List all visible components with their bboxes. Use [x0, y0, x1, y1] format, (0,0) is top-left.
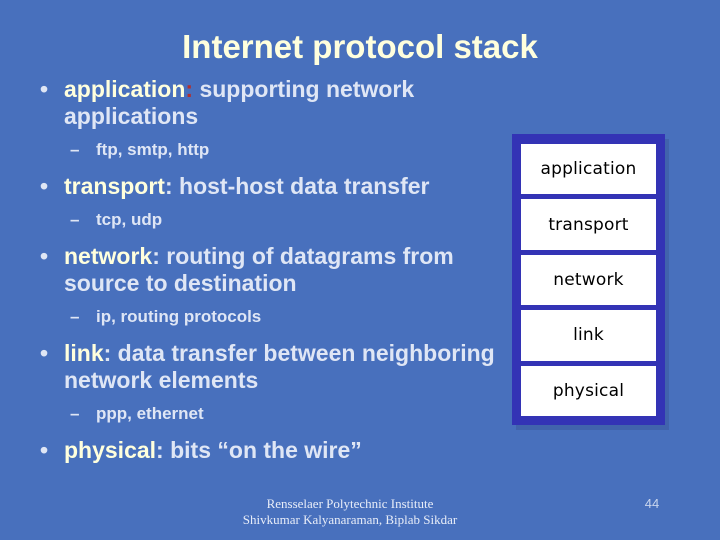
- sub-bullet-text: ppp, ethernet: [96, 404, 204, 423]
- sub-bullet-item-link-0: –ppp, ethernet: [26, 403, 508, 425]
- bullet-separator-link: :: [103, 340, 112, 366]
- stack-layer-link: link: [521, 310, 656, 361]
- bullet-text-application: supporting network applications: [64, 76, 415, 129]
- protocol-stack-diagram: application transport network link physi…: [512, 134, 665, 425]
- bullet-text-link: data transfer between neighboring networ…: [64, 340, 495, 393]
- bullet-text-network: routing of datagrams from source to dest…: [64, 243, 454, 296]
- sub-bullet-dash-icon: –: [70, 210, 80, 229]
- footer-authors: Shivkumar Kalyanaraman, Biplab Sikdar: [242, 512, 458, 527]
- bullet-keyword-application: application: [64, 76, 186, 102]
- bullet-list: • application: supporting network applica…: [26, 76, 508, 464]
- bullet-text-transport: host-host data transfer: [172, 173, 430, 199]
- bullet-item-physical: • physical: bits “on the wire”: [26, 437, 508, 464]
- bullet-marker-icon: •: [40, 243, 49, 269]
- bullet-separator-physical: :: [156, 437, 164, 463]
- stack-layer-application: application: [521, 144, 656, 195]
- bullet-item-application: • application: supporting network applica…: [26, 76, 508, 130]
- stack-layer-network: network: [521, 254, 656, 306]
- bullet-keyword-transport: transport: [64, 173, 165, 199]
- stack-layer-transport: transport: [521, 199, 656, 250]
- bullet-separator-transport: :: [164, 173, 173, 199]
- bullet-keyword-physical: physical: [64, 437, 157, 463]
- bullet-separator-application: :: [185, 76, 194, 102]
- sub-bullet-item-application-0: –ftp, smtp, http: [26, 139, 508, 161]
- bullet-marker-icon: •: [40, 76, 49, 102]
- page-number: 44: [644, 496, 660, 511]
- sub-bullet-item-transport-0: –tcp, udp: [26, 209, 508, 231]
- bullet-marker-icon: •: [40, 340, 49, 366]
- sub-bullet-text: ip, routing protocols: [96, 307, 262, 326]
- sub-bullet-text: tcp, udp: [96, 210, 163, 229]
- bullet-keyword-network: network: [64, 243, 153, 269]
- bullet-keyword-link: link: [64, 340, 104, 366]
- bullet-text-physical: bits “on the wire”: [163, 437, 362, 463]
- bullet-marker-icon: •: [40, 437, 49, 463]
- sub-bullet-dash-icon: –: [70, 140, 80, 159]
- bullet-marker-icon: •: [40, 173, 49, 199]
- bullet-item-link: • link: data transfer between neighboring…: [26, 340, 508, 394]
- sub-bullet-dash-icon: –: [70, 307, 80, 326]
- sub-bullet-item-network-0: –ip, routing protocols: [26, 306, 508, 328]
- sub-bullet-dash-icon: –: [70, 404, 80, 423]
- footer-institution: Rensselaer Polytechnic Institute: [266, 496, 434, 511]
- stack-layer-physical: physical: [521, 365, 656, 417]
- footer: Rensselaer Polytechnic Institute Shivkum…: [0, 496, 700, 528]
- bullet-item-transport: • transport: host-host data transfer: [26, 173, 508, 200]
- sub-bullet-text: ftp, smtp, http: [96, 140, 210, 159]
- bullet-item-network: • network: routing of datagrams from sour…: [26, 243, 508, 297]
- bullet-separator-network: :: [152, 243, 160, 269]
- page-title: Internet protocol stack: [182, 28, 538, 65]
